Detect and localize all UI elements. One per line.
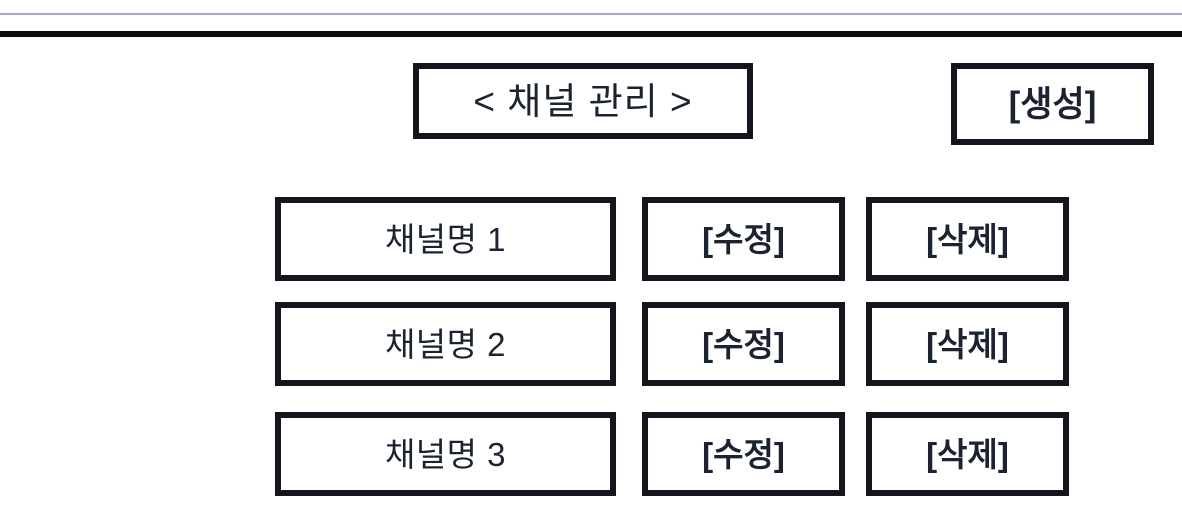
top-hairline-divider <box>0 13 1182 15</box>
delete-channel-button[interactable]: [삭제] <box>866 302 1069 386</box>
delete-channel-button[interactable]: [삭제] <box>866 197 1069 281</box>
create-channel-button[interactable]: [생성] <box>951 63 1154 145</box>
page-title-box: < 채널 관리 > <box>413 63 753 139</box>
channel-list-row: 채널명 2 [수정] [삭제] <box>0 302 1182 386</box>
edit-channel-button[interactable]: [수정] <box>642 302 845 386</box>
edit-channel-button[interactable]: [수정] <box>642 412 845 496</box>
channel-name-box[interactable]: 채널명 3 <box>275 412 616 496</box>
channel-list-row: 채널명 1 [수정] [삭제] <box>0 197 1182 281</box>
channel-name-box[interactable]: 채널명 2 <box>275 302 616 386</box>
top-rule-divider <box>0 31 1182 37</box>
delete-channel-button[interactable]: [삭제] <box>866 412 1069 496</box>
edit-channel-button[interactable]: [수정] <box>642 197 845 281</box>
channel-list-row: 채널명 3 [수정] [삭제] <box>0 412 1182 496</box>
channel-name-box[interactable]: 채널명 1 <box>275 197 616 281</box>
